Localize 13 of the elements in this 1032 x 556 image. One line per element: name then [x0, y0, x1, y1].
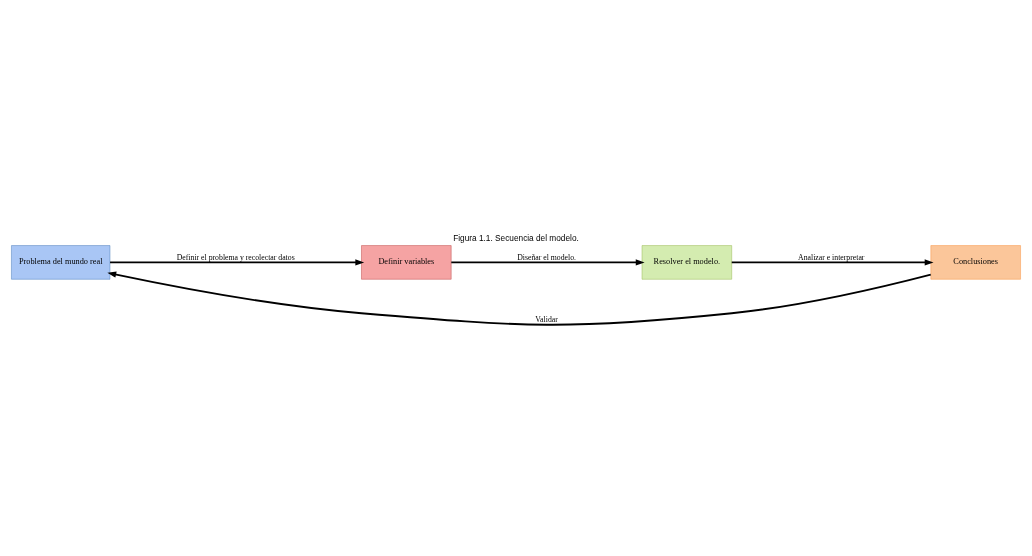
node-box: Conclusiones: [930, 244, 1021, 279]
arrow: [730, 258, 934, 265]
node-box: Problema del mundo real: [11, 244, 111, 279]
arrow: [450, 258, 645, 265]
arrow: [109, 258, 365, 265]
arrow: [107, 271, 932, 326]
edge-label: Validar: [535, 314, 558, 324]
node-box: Resolver el modelo.: [641, 244, 732, 279]
edge-label: Diseñar el modelo.: [517, 252, 577, 262]
edge-label: Analizar e interpretar: [798, 252, 865, 262]
diagram-title: Figura 1.1. Secuencia del modelo.: [453, 232, 579, 243]
edge-label: Definir el problema y recolectar datos: [176, 252, 295, 262]
node-box: Definir variables: [361, 244, 452, 279]
